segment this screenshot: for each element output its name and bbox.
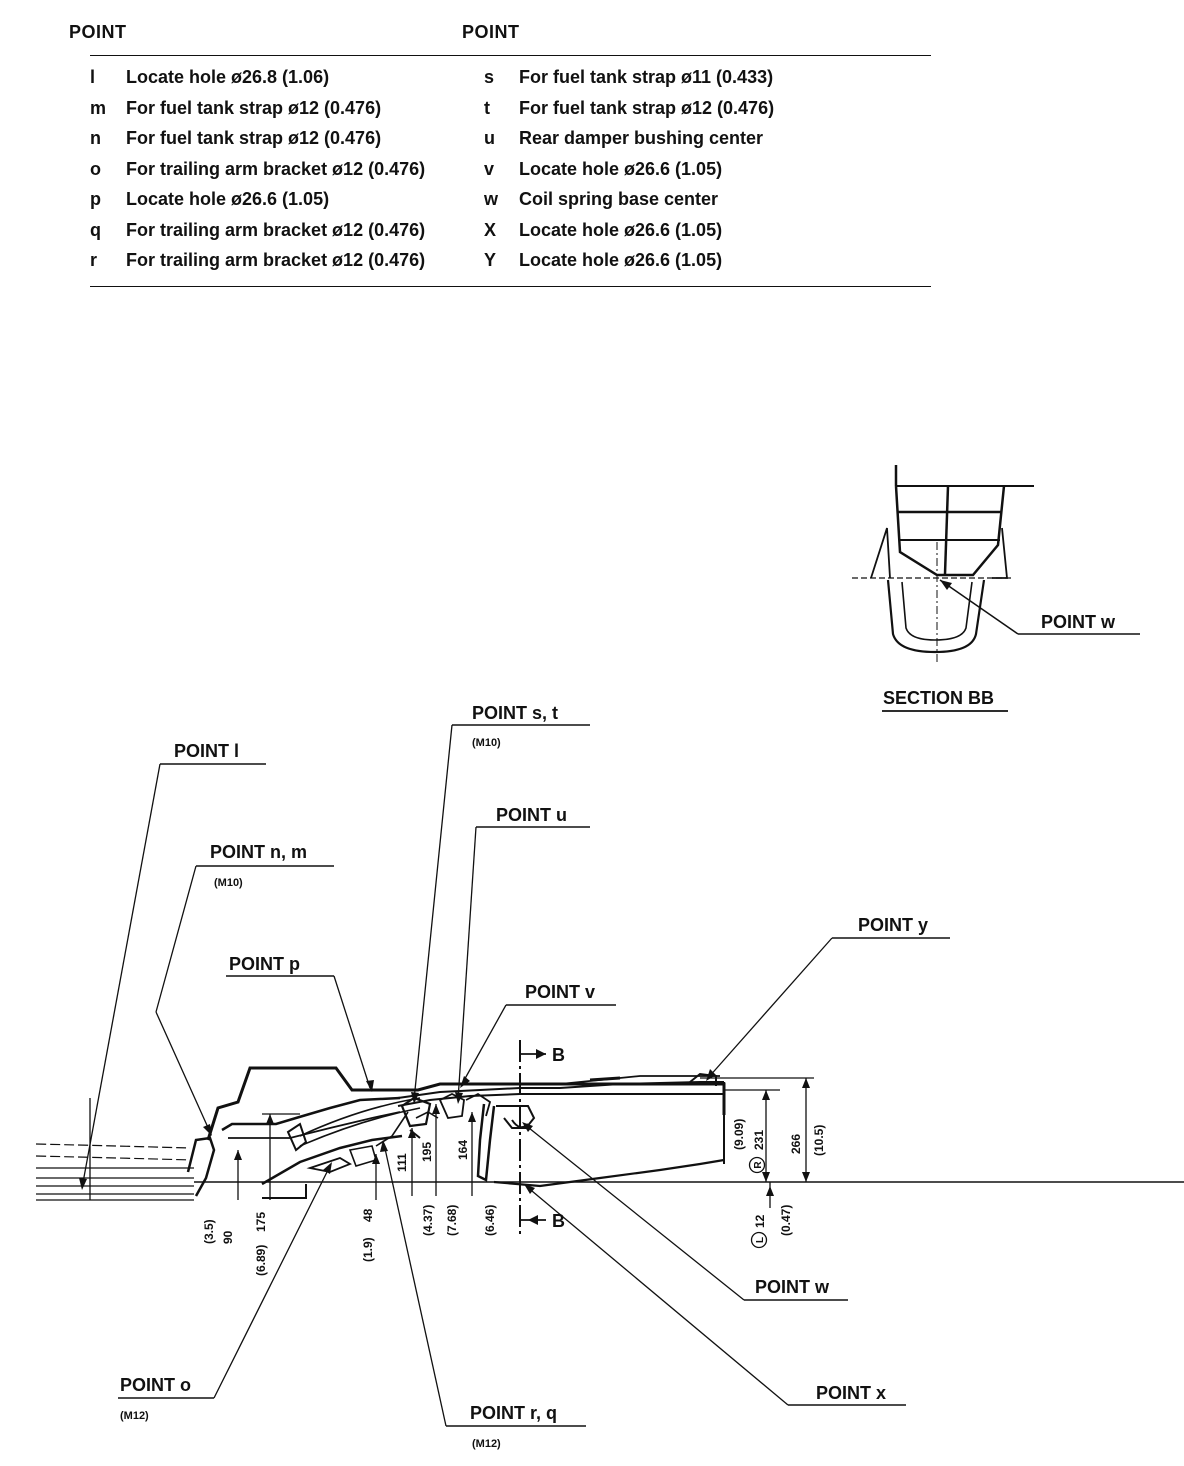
dim-12: 12 <box>753 1214 767 1228</box>
label-point-x: POINT x <box>816 1383 886 1403</box>
table-row-letter: w <box>484 189 499 209</box>
table-row-letter: u <box>484 128 495 148</box>
table-header-left: POINT <box>69 22 127 42</box>
table-row-letter: r <box>90 250 98 270</box>
table-header-right: POINT <box>462 22 520 42</box>
label-point-st-sub: (M10) <box>472 737 501 749</box>
dim-111: 111 <box>395 1153 409 1172</box>
section-point-w-label: POINT w <box>1041 612 1116 632</box>
table-row-text: Coil spring base center <box>519 189 719 209</box>
table-row-text: Locate hole ø26.6 (1.05) <box>519 219 723 240</box>
dim-164: 164 <box>456 1140 470 1160</box>
dim-l-mark: L <box>755 1237 766 1243</box>
left-side-circle-icon <box>750 1231 768 1249</box>
table-top-rule <box>90 55 931 56</box>
table-row-text: Locate hole ø26.8 (1.06) <box>126 67 330 87</box>
label-point-v: POINT v <box>525 982 595 1002</box>
table-row-letter: t <box>484 97 490 118</box>
table-row-text: Locate hole ø26.6 (1.05) <box>126 189 330 209</box>
table-row-letter: v <box>484 158 495 179</box>
label-point-w: POINT w <box>755 1277 830 1297</box>
dim-r-mark: R <box>753 1161 764 1169</box>
rear-frame-body <box>186 1066 726 1199</box>
right-side-circle-icon <box>748 1156 766 1174</box>
section-bb-drawing <box>852 465 1140 712</box>
table-row-letter: o <box>90 158 101 179</box>
table-row-text: For trailing arm bracket ø12 (0.476) <box>126 250 426 270</box>
table-bottom-rule <box>90 286 931 287</box>
table-row-letter: s <box>484 67 495 87</box>
section-cut-line <box>519 1040 546 1238</box>
dim-231: 231 <box>752 1130 766 1150</box>
table-row-letter: m <box>90 97 107 118</box>
table-row-text: For fuel tank strap ø12 (0.476) <box>126 128 382 148</box>
label-point-y: POINT y <box>858 915 928 935</box>
label-point-nm: POINT n, m <box>210 842 307 862</box>
table-row-text: Rear damper bushing center <box>519 128 764 148</box>
label-point-p: POINT p <box>229 954 300 974</box>
dim-0-47: (0.47) <box>779 1205 793 1236</box>
table-row-letter: l <box>90 67 96 87</box>
dim-1-9: (1.9) <box>361 1237 375 1262</box>
label-point-o: POINT o <box>120 1375 191 1395</box>
dim-195: 195 <box>420 1142 434 1162</box>
ground-lines <box>35 1143 1184 1201</box>
table-row-letter: X <box>484 219 497 240</box>
callout-leaders <box>79 724 950 1427</box>
table-row-letter: q <box>90 219 101 240</box>
table-row-text: For fuel tank strap ø12 (0.476) <box>519 97 775 118</box>
table-row-text: For fuel tank strap ø12 (0.476) <box>126 97 382 118</box>
label-point-rq: POINT r, q <box>470 1403 557 1423</box>
dim-90: 90 <box>221 1230 235 1244</box>
dimension-lines <box>89 1077 814 1208</box>
dim-9-09: (9.09) <box>732 1119 746 1150</box>
dim-4-37: (4.37) <box>421 1205 435 1236</box>
table-row-letter: n <box>90 128 101 148</box>
dim-3-5: (3.5) <box>202 1219 216 1244</box>
table-row-text: For trailing arm bracket ø12 (0.476) <box>126 219 426 240</box>
section-bb-title: SECTION BB <box>883 688 994 708</box>
label-point-nm-sub: (M10) <box>214 877 243 889</box>
label-point-rq-sub: (M12) <box>472 1438 501 1450</box>
table-row-letter: Y <box>484 250 497 270</box>
table-row-text: For trailing arm bracket ø12 (0.476) <box>126 158 426 179</box>
dim-48: 48 <box>361 1208 375 1222</box>
label-point-l: POINT l <box>174 741 239 761</box>
dim-6-89: (6.89) <box>254 1245 268 1276</box>
dim-175: 175 <box>254 1212 268 1232</box>
dim-10-5: (10.5) <box>812 1125 826 1156</box>
table-row-letter: p <box>90 189 101 209</box>
dim-266: 266 <box>789 1134 803 1154</box>
table-row-text: Locate hole ø26.6 (1.05) <box>519 158 723 179</box>
table-row-text: Locate hole ø26.6 (1.05) <box>519 250 723 270</box>
table-row-text: For fuel tank strap ø11 (0.433) <box>519 67 774 87</box>
label-point-o-sub: (M12) <box>120 1410 149 1422</box>
label-point-u: POINT u <box>496 805 567 825</box>
dim-7-68: (7.68) <box>445 1205 459 1236</box>
label-point-st: POINT s, t <box>472 703 558 723</box>
dim-6-46: (6.46) <box>483 1205 497 1236</box>
section-mark-top: B <box>552 1045 565 1065</box>
